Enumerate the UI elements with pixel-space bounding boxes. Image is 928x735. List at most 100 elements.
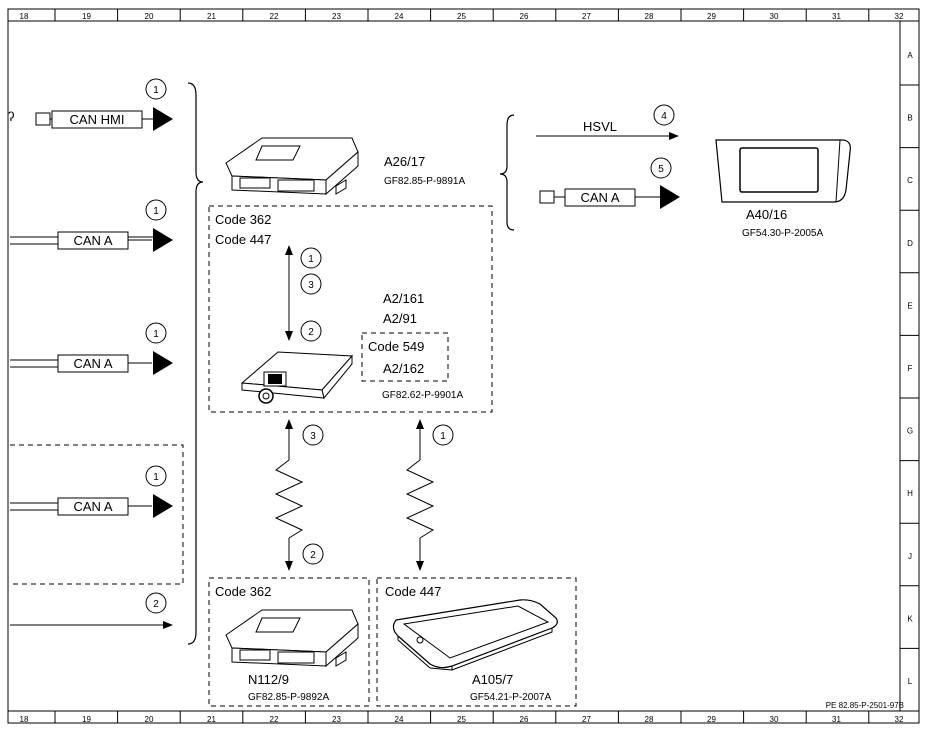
signal-can-hmi: CAN HMI [35, 107, 173, 131]
display-a40-16-image [715, 139, 851, 203]
grid-col-label: 31 [832, 12, 841, 21]
signal-can-a-right: CAN A [539, 185, 680, 209]
grid-col-label: 19 [82, 715, 91, 724]
svg-text:1: 1 [440, 431, 446, 442]
grid-col-label: 27 [582, 12, 591, 21]
grid-col-label: 29 [707, 12, 716, 21]
grid-col-label: 27 [582, 715, 591, 724]
svg-text:2: 2 [310, 550, 316, 561]
grid-col-label: 22 [270, 12, 279, 21]
bubble-hsvl: 4 [653, 104, 675, 126]
n112-9-doc: GF82.85-P-9892A [248, 692, 329, 703]
grid-col-label: 24 [395, 12, 404, 21]
svg-text:2: 2 [308, 327, 314, 338]
svg-text:3: 3 [308, 280, 314, 291]
control-unit-n112-9-image [225, 609, 359, 668]
grid-row-label: A [907, 51, 913, 60]
n112-9-label: N112/9 [248, 672, 289, 687]
grid-col-label: 26 [520, 12, 529, 21]
wireless-link-left [274, 419, 304, 571]
n112-code: Code 362 [215, 584, 271, 599]
grid-row-label: H [907, 489, 913, 498]
a105-7-label: A105/7 [472, 672, 513, 687]
grid-col-label: 26 [520, 715, 529, 724]
grid-row-label: J [908, 552, 912, 561]
dashed-box-code549 [361, 332, 449, 382]
dashed-box-main [208, 205, 493, 413]
bubble-wr-1: 1 [432, 424, 454, 446]
grid-row-label: L [908, 677, 913, 686]
signal-can-a-1: CAN A [10, 228, 173, 252]
dashed-box-a105 [376, 577, 577, 707]
grid-col-label: 32 [895, 12, 904, 21]
a40-16-doc: GF54.30-P-2005A [742, 228, 823, 239]
grid-col-label: 18 [20, 12, 29, 21]
bubble-bottom: 2 [145, 592, 167, 614]
grid-col-label: 23 [332, 12, 341, 21]
a2-162-label: A2/162 [383, 361, 424, 376]
grid-row-label: C [907, 176, 913, 185]
can-a-2-label: CAN A [73, 356, 112, 371]
bubble-can-a-right: 5 [650, 157, 672, 179]
can-a-1-label: CAN A [73, 233, 112, 248]
grid-row-label: G [907, 427, 913, 436]
main-code-362: Code 362 [215, 212, 271, 227]
grid-row-label: D [907, 239, 913, 248]
dashed-box-left [10, 444, 184, 585]
grid-row-label: K [907, 614, 913, 623]
signal-can-a-2: CAN A [10, 351, 173, 375]
module-a2-image [240, 351, 354, 404]
grid-col-label: 31 [832, 715, 841, 724]
bubble-can-a-2: 1 [145, 322, 167, 344]
bubble-main-3: 3 [300, 273, 322, 295]
a105-code: Code 447 [385, 584, 441, 599]
can-a-3-label: CAN A [73, 499, 112, 514]
svg-text:4: 4 [661, 111, 667, 122]
grid-col-label: 20 [145, 12, 154, 21]
a40-16-label: A40/16 [746, 207, 787, 222]
grid-col-label: 30 [770, 12, 779, 21]
svg-text:2: 2 [153, 599, 159, 610]
signal-can-a-3: CAN A [10, 494, 173, 518]
bubble-can-a-3: 1 [145, 465, 167, 487]
partial-glyph: ʔ [8, 109, 15, 124]
grid-row-label: F [908, 364, 913, 373]
grid-col-label: 22 [270, 715, 279, 724]
svg-text:5: 5 [658, 164, 664, 175]
can-hmi-label: CAN HMI [70, 112, 125, 127]
bubble-can-a-1: 1 [145, 199, 167, 221]
a2-161-label: A2/161 [383, 291, 424, 306]
grid-col-label: 32 [895, 715, 904, 724]
a26-17-label: A26/17 [384, 154, 425, 169]
svg-text:1: 1 [153, 472, 159, 483]
svg-text:1: 1 [308, 254, 314, 265]
grid-col-label: 24 [395, 715, 404, 724]
hsvl-label: HSVL [583, 119, 617, 134]
bubble-main-2: 2 [300, 320, 322, 342]
grid-row-label: B [907, 114, 912, 123]
grid-col-label: 18 [20, 715, 29, 724]
main-code-447: Code 447 [215, 232, 271, 247]
grid-col-label: 25 [457, 12, 466, 21]
svg-text:1: 1 [153, 329, 159, 340]
document-id: PE 82.85-P-2501-97B [826, 701, 904, 710]
grid-col-label: 28 [645, 715, 654, 724]
a2-doc: GF82.62-P-9901A [382, 390, 463, 401]
grid-col-label: 21 [207, 12, 216, 21]
right-brace [499, 114, 515, 231]
svg-text:1: 1 [153, 206, 159, 217]
bubble-wl-2: 2 [302, 543, 324, 565]
bubble-main-1: 1 [300, 247, 322, 269]
left-brace [187, 82, 204, 645]
wireless-link-right [405, 419, 435, 571]
bubble-hmi: 1 [145, 78, 167, 100]
svg-text:1: 1 [153, 85, 159, 96]
grid-col-label: 30 [770, 715, 779, 724]
can-a-right-label: CAN A [580, 190, 619, 205]
grid-col-label: 21 [207, 715, 216, 724]
grid-col-label: 19 [82, 12, 91, 21]
grid-col-label: 23 [332, 715, 341, 724]
